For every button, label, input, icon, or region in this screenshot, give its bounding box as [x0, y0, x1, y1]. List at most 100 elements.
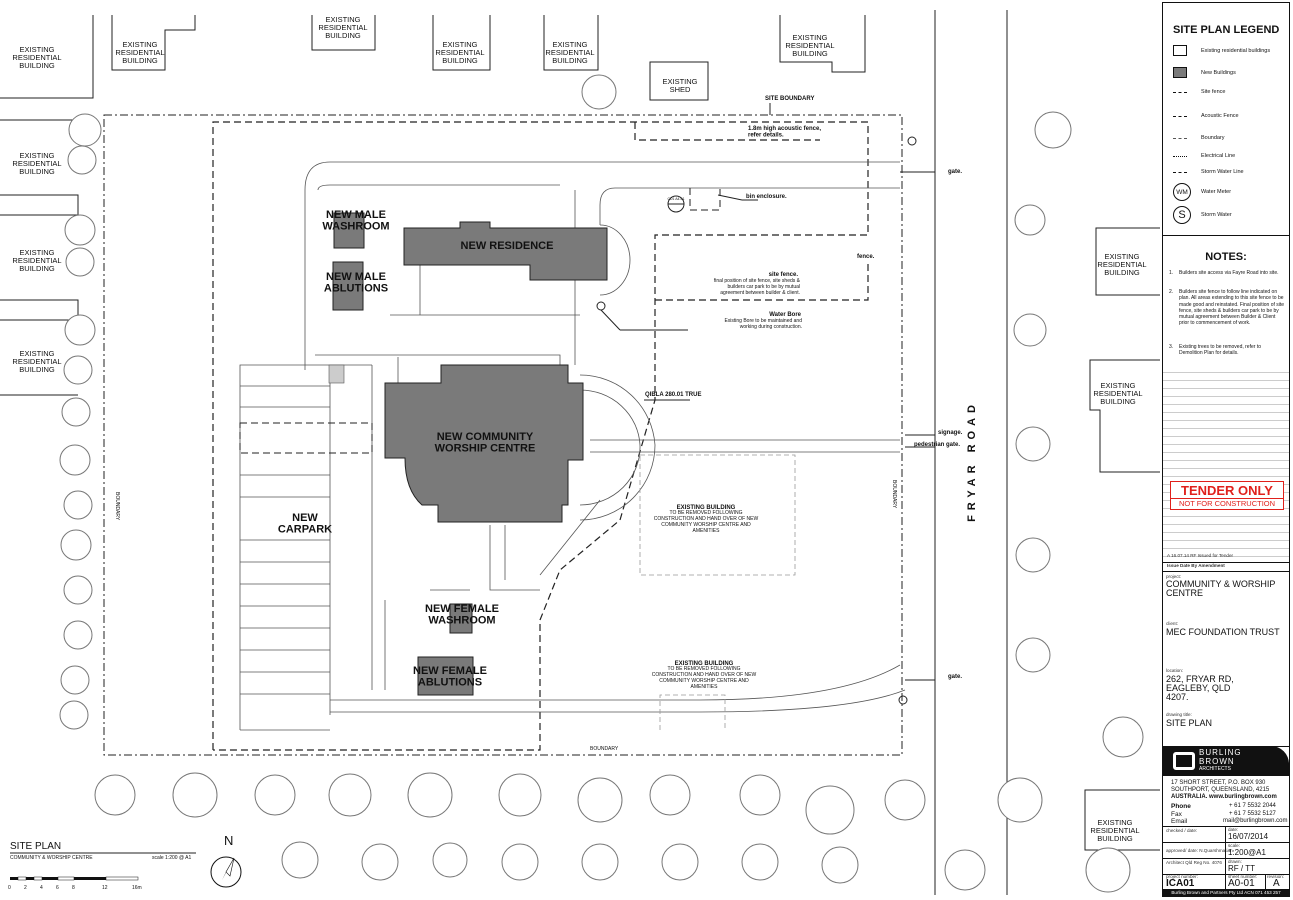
email-value: mail@burlingbrown.com: [1223, 818, 1288, 824]
note-number: 3.: [1169, 344, 1174, 350]
phone-label: Phone: [1171, 803, 1191, 810]
notes: NOTES: 1.Builders site access via Fayre …: [1163, 235, 1289, 366]
new-residence-label: NEW RESIDENCE: [461, 240, 554, 252]
company-name-3: ARCHITECTS: [1199, 766, 1231, 772]
legend-label: Acoustic Fence: [1201, 113, 1239, 119]
meta-row-4: project number: ICA01 sheet number: A0-0…: [1163, 874, 1289, 889]
fence-label: fence.: [857, 254, 875, 260]
legend-label: Electrical Line: [1201, 153, 1236, 159]
legend-label: Storm Water Line: [1201, 169, 1244, 175]
site-boundary: [103, 114, 903, 756]
revision-row: A 16.07.14 RF Issued for Tender: [1167, 553, 1234, 558]
driveways: [239, 161, 906, 731]
site-fence-title: site fence.: [769, 272, 799, 278]
fax-value: + 61 7 5532 5127: [1229, 811, 1276, 817]
revision-area: TENDER ONLY NOT FOR CONSTRUCTION A 16.07…: [1163, 365, 1289, 572]
legend-item-8: S Storm Water: [1173, 206, 1232, 224]
neighbour-lines: [0, 10, 1008, 895]
gate-label-2: gate.: [948, 674, 962, 680]
legend-box-icon: [1173, 45, 1187, 56]
storm-water-icon: [898, 695, 908, 705]
project-number-value: ICA01: [1166, 878, 1195, 889]
note-text: Existing trees to be removed, refer to D…: [1179, 344, 1261, 357]
legend-title: SITE PLAN LEGEND: [1173, 24, 1280, 36]
project-value: COMMUNITY & WORSHIP CENTRE: [1166, 579, 1276, 598]
legend-dashdot-icon: [1173, 137, 1187, 139]
legend-item-5: Electrical Line: [1173, 153, 1235, 159]
legend-label: Water Meter: [1201, 189, 1232, 195]
new-female-washroom-building: [449, 603, 473, 634]
company-logo: BURLING BROWN ARCHITECTS: [1163, 746, 1289, 776]
legend-dash-icon: [1173, 91, 1187, 93]
existing-building-note-1: TO BE REMOVED FOLLOWING CONSTRUCTION AND…: [653, 510, 759, 534]
new-male-ablutions-building: [332, 261, 364, 311]
scale-label: scale:: [1228, 843, 1241, 848]
storm-water-icon: S: [1173, 206, 1191, 224]
pedestrian-gate-label: pedestrian gate.: [914, 442, 960, 448]
legend-label: Boundary: [1201, 135, 1225, 141]
legend: SITE PLAN LEGEND Existing residential bu…: [1163, 3, 1289, 236]
site-fence-note: final position of site fence, site sheds…: [713, 278, 800, 296]
new-buildings: [332, 212, 608, 696]
carpark-bays: [239, 385, 373, 695]
legend-label: Existing residential buildings: [1201, 47, 1271, 54]
new-female-ablutions-building: [417, 656, 474, 696]
legend-dash2-icon: [1173, 115, 1187, 117]
north-arrow-icon: [210, 856, 242, 888]
scale-tick-6: 16m: [132, 885, 142, 891]
new-residence-building: [403, 221, 608, 281]
scale-tick-3: 6: [56, 885, 59, 891]
company-address-2: SOUTHPORT, QUEENSLAND, 4215: [1171, 787, 1270, 793]
project-number-label: project number:: [1166, 874, 1198, 879]
date-label: date:: [1228, 827, 1239, 832]
drawn-value: RF / TT: [1228, 864, 1255, 873]
drawing-title: SITE PLAN COMMUNITY & WORSHIP CENTRE sca…: [8, 833, 242, 891]
meta-divider: [1225, 858, 1226, 874]
fax-label: Fax: [1171, 811, 1182, 818]
meta-divider: [1225, 826, 1226, 842]
existing-residential-buildings: [111, 15, 1160, 851]
project-label: project:: [1166, 574, 1182, 579]
meta-row-2: approved/ date: N.Quarshmatian scale: 1:…: [1163, 842, 1289, 859]
legend-storm-icon: [1173, 171, 1187, 173]
revision-header: Issue Date By Amendment: [1163, 562, 1289, 568]
legend-label: Site fence: [1201, 89, 1226, 95]
qibla-label: QIBLA 280.01 TRUE: [645, 392, 701, 398]
footer-bar: Burling Brown and Partners Pty Ltd ACN 0…: [1163, 889, 1289, 897]
annotations: SITE BOUNDARY 1.8m high acoustic fence,r…: [114, 96, 978, 752]
company-name-2: BROWN: [1199, 757, 1235, 766]
drawing-title-label-tb: drawing title:: [1166, 712, 1192, 717]
tender-stamp-line1: TENDER ONLY: [1181, 483, 1273, 498]
scale-tick-2: 4: [40, 885, 43, 891]
drawing-title-value: SITE PLAN: [1166, 718, 1213, 728]
water-meter-icon: [907, 136, 917, 146]
tender-stamp-line2: NOT FOR CONSTRUCTION: [1171, 498, 1283, 508]
legend-label: Storm Water: [1201, 212, 1232, 218]
bin-enclosure-label: bin enclosure.: [746, 194, 787, 200]
drawing-subtitle: COMMUNITY & WORSHIP CENTRE: [10, 855, 93, 861]
arch-reg: Architect Qld Reg No. 4076: [1166, 860, 1222, 865]
scale-value: 1:200@A1: [1228, 848, 1266, 857]
water-bore-icon: [596, 301, 606, 311]
project-info: project: COMMUNITY & WORSHIP CENTRE clie…: [1163, 571, 1289, 747]
meta-divider: [1225, 842, 1226, 858]
scale-tick-0: 0: [8, 885, 11, 891]
water-meter-icon: WM: [1173, 183, 1191, 201]
company-address-3: AUSTRALIA. www.burlingbrown.com: [1171, 794, 1277, 800]
existing-building-title-2: EXISTING BUILDING: [675, 661, 734, 667]
scale-tick-4: 8: [72, 885, 75, 891]
boundary-label-left: BOUNDARY: [114, 492, 120, 521]
